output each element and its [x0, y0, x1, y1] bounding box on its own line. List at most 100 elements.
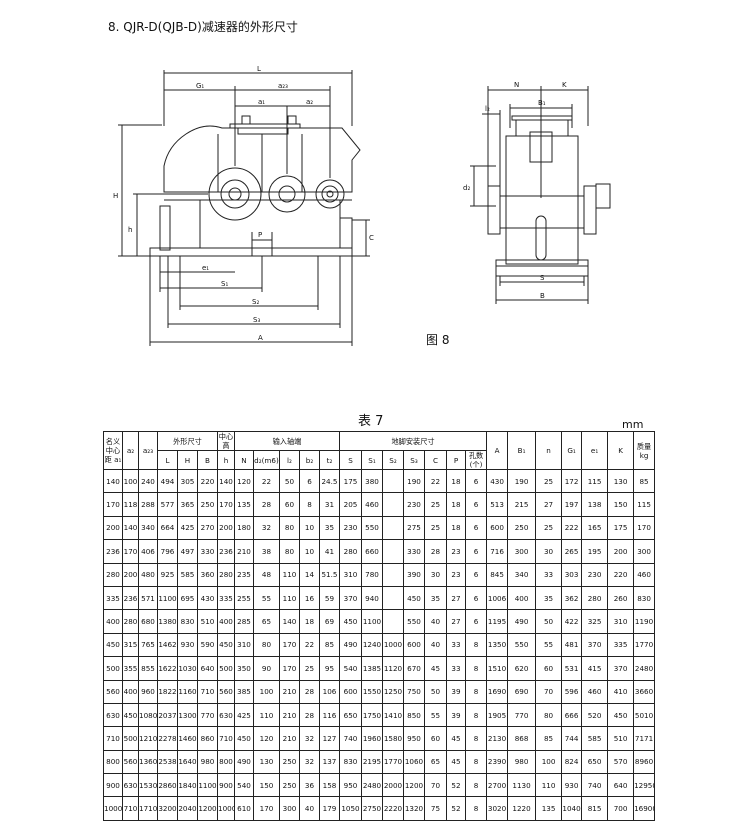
table-cell: 2860 [157, 773, 178, 798]
table-cell: 370 [339, 585, 362, 611]
table-cell: 32 [299, 726, 320, 751]
header-cell: n [535, 431, 563, 470]
figure-caption: 图 8 [426, 333, 450, 347]
table-cell: 800 [217, 749, 235, 775]
table-cell: 305 [177, 468, 198, 494]
table-cell: 27 [535, 492, 563, 517]
table-cell: 195 [581, 539, 609, 564]
table-cell: 23 [446, 539, 466, 564]
table-cell: 980 [507, 749, 537, 775]
table-cell: 6 [464, 539, 488, 564]
table-cell: 1000 [382, 632, 404, 658]
table-cell: 350 [234, 656, 254, 681]
table-cell: 1770 [633, 632, 656, 658]
table-cell: 425 [234, 702, 254, 728]
table-cell: 481 [561, 632, 583, 658]
table-cell: 2130 [486, 726, 509, 751]
table-cell: 2390 [486, 749, 509, 775]
table-cell: 410 [607, 679, 635, 704]
table-cell: 670 [403, 656, 425, 681]
table-cell: 138 [581, 492, 609, 517]
table-cell: 1960 [361, 726, 383, 751]
table-cell: 25 [535, 515, 563, 541]
table-cell: 32 [299, 749, 320, 775]
table-cell: 75 [424, 796, 447, 821]
table-cell: 116 [319, 702, 340, 728]
table-cell: 315 [122, 632, 139, 658]
table-cell: 710 [217, 726, 235, 751]
table-cell: 1640 [177, 749, 198, 775]
table-cell: 250 [507, 515, 537, 541]
table-cell: 25 [424, 515, 447, 541]
table-cell: 135 [234, 492, 254, 517]
table-cell: 1380 [157, 609, 178, 634]
table-cell: 85 [319, 632, 340, 658]
header-cell: l₂ [279, 450, 300, 470]
dim-label: S₂ [252, 298, 259, 306]
table-cell: 340 [507, 562, 537, 587]
dim-label: P [258, 231, 262, 239]
table-cell: 8 [299, 492, 320, 517]
table-cell: 165 [581, 515, 609, 541]
table-cell: 950 [339, 773, 362, 798]
table-cell: 280 [339, 539, 362, 564]
table-cell: 6 [464, 515, 488, 541]
table-cell: 585 [177, 562, 198, 587]
table-cell: 85 [535, 726, 563, 751]
table-cell: 430 [197, 585, 218, 611]
table-cell: 288 [138, 492, 158, 517]
table-cell: 370 [607, 656, 635, 681]
header-cell: A [486, 431, 509, 470]
table-cell: 2220 [382, 796, 404, 821]
table-cell: 860 [197, 726, 218, 751]
table-cell: 940 [361, 585, 383, 611]
table-cell: 45 [424, 656, 447, 681]
table-cell: 1840 [177, 773, 198, 798]
table-cell: 600 [339, 679, 362, 704]
table-cell: 137 [319, 749, 340, 775]
table-cell: 1240 [361, 632, 383, 658]
table-cell: 400 [122, 679, 139, 704]
table-cell: 210 [279, 726, 300, 751]
dim-label: S₃ [253, 316, 260, 324]
table-cell: 215 [507, 492, 537, 517]
table-cell: 100 [122, 468, 139, 494]
table-cell: 450 [103, 632, 123, 658]
table-cell: 175 [607, 515, 635, 541]
table-cell [382, 539, 404, 564]
table-cell: 130 [607, 468, 635, 494]
table-cell: 1130 [507, 773, 537, 798]
table-cell: 230 [339, 515, 362, 541]
table-cell: 6 [464, 562, 488, 587]
table-cell: 365 [177, 492, 198, 517]
table-cell: 6 [464, 492, 488, 517]
header-cell: B₁ [507, 431, 537, 470]
table-cell: 1080 [138, 702, 158, 728]
table-cell: 830 [339, 749, 362, 775]
table-cell: 14 [299, 562, 320, 587]
table-cell: 1350 [486, 632, 509, 658]
table-cell [382, 585, 404, 611]
table-cell: 260 [607, 585, 635, 611]
table-cell: 70 [424, 773, 447, 798]
table-cell: 280 [581, 585, 609, 611]
table-cell: 385 [234, 679, 254, 704]
table-cell: 390 [403, 562, 425, 587]
table-cell: 200 [103, 515, 123, 541]
table-cell: 520 [581, 702, 609, 728]
table-cell: 1550 [361, 679, 383, 704]
table-cell: 39 [446, 679, 466, 704]
dim-label: L [257, 65, 261, 73]
table-cell: 450 [122, 702, 139, 728]
table-cell: 60 [279, 492, 300, 517]
table-cell: 250 [279, 749, 300, 775]
table-cell: 1750 [361, 702, 383, 728]
table-cell: 497 [177, 539, 198, 564]
table-cell: 18 [446, 515, 466, 541]
table-cell: 1462 [157, 632, 178, 658]
table-cell: 630 [103, 702, 123, 728]
header-cell: B [197, 450, 218, 470]
table-cell: 830 [177, 609, 198, 634]
